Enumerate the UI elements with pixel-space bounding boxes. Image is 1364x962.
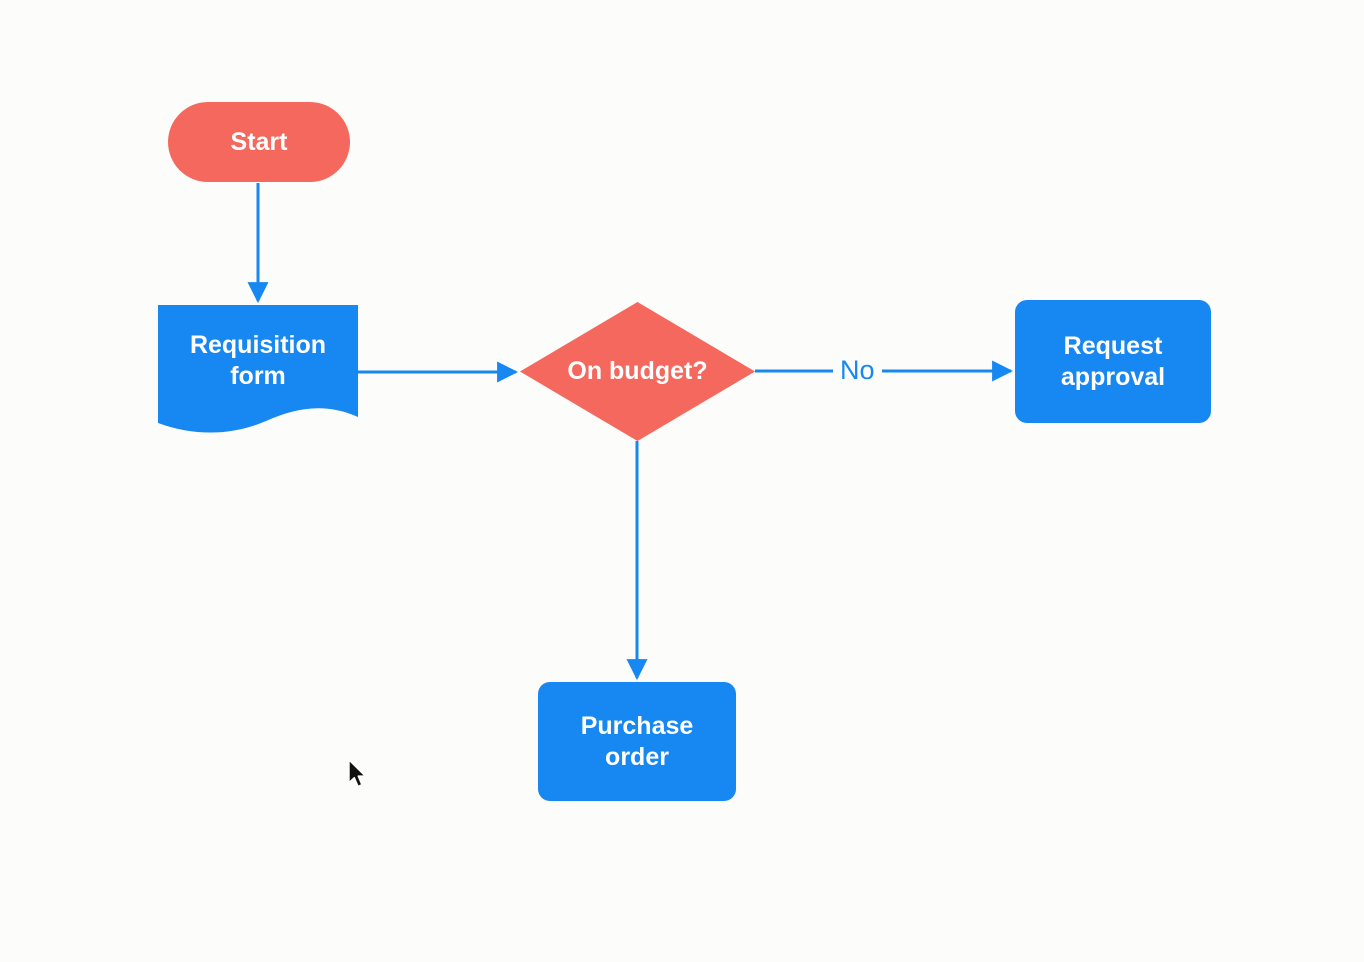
- node-start-label: Start: [230, 127, 288, 156]
- edge-label-no[interactable]: No: [833, 353, 882, 387]
- node-purchase-order-label: Purchase order: [580, 711, 694, 771]
- node-start[interactable]: Start: [168, 102, 350, 182]
- node-purchase-order[interactable]: Purchase order: [538, 682, 736, 801]
- node-decision-on-budget[interactable]: On budget?: [520, 302, 755, 441]
- diamond-shape: [520, 302, 755, 441]
- cursor-icon: [348, 759, 366, 788]
- document-shape: [158, 305, 358, 433]
- node-requisition-form[interactable]: Requisition form: [158, 305, 358, 438]
- node-requisition-form-label: Requisition form: [189, 330, 327, 390]
- node-request-approval-label: Request approval: [1060, 331, 1166, 391]
- node-decision-label: On budget?: [567, 357, 708, 385]
- node-request-approval[interactable]: Request approval: [1015, 300, 1211, 423]
